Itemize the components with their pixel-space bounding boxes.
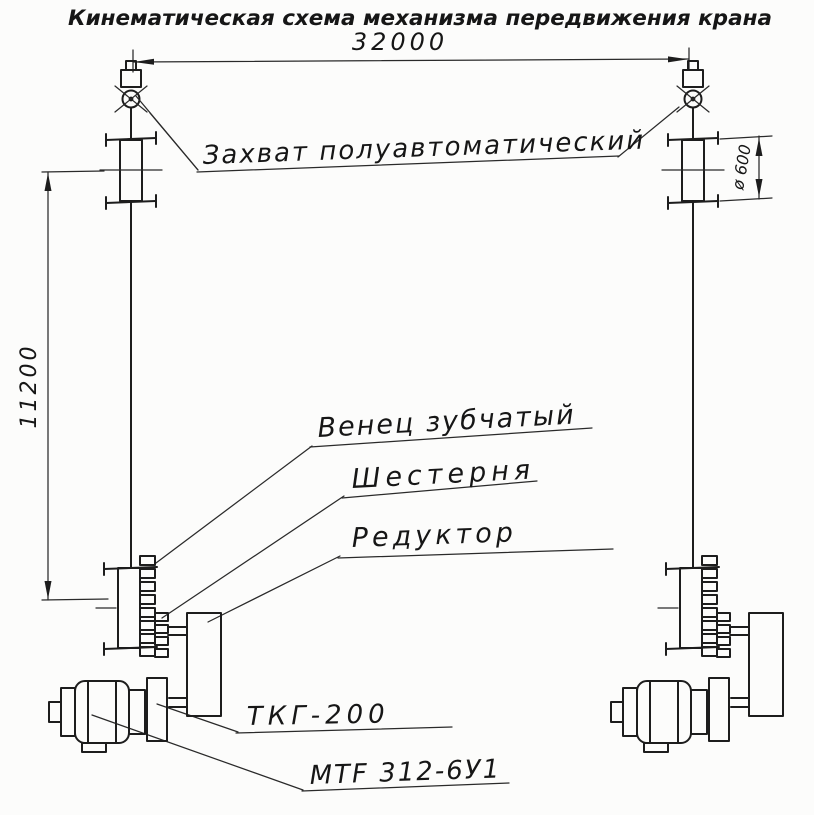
label-grab-text: Захват полуавтоматический [202, 126, 645, 171]
right-brake-drum [708, 677, 730, 742]
left-grab-symbol [114, 60, 148, 141]
dimension-height-value: 11200 [17, 344, 42, 429]
left-bottom-wheel [117, 567, 141, 649]
dimension-diameter-value: ø 600 [728, 143, 755, 192]
right-motor-body [636, 680, 692, 744]
left-reducer-box [186, 612, 222, 717]
drawing-title: Кинематическая схема механизма передвиже… [68, 6, 772, 31]
left-motor-body [74, 680, 130, 744]
label-brake: ТКГ-200 [156, 700, 453, 734]
label-motor: MTF 312-6У1 [91, 714, 510, 792]
right-drive-assembly [610, 555, 784, 753]
left-brake-drum [146, 677, 168, 742]
label-motor-text: MTF 312-6У1 [309, 754, 501, 791]
label-reducer-text: Редуктор [351, 517, 517, 554]
left-top-wheel [99, 131, 163, 569]
label-grab: Захват полуавтоматический [135, 95, 680, 173]
left-drive-assembly [48, 555, 222, 753]
dimension-span: 32000 [132, 28, 690, 73]
label-brake-text: ТКГ-200 [247, 700, 390, 732]
right-bottom-wheel [679, 567, 703, 649]
label-reducer: Редуктор [207, 517, 614, 623]
dimension-span-value: 32000 [352, 28, 448, 56]
right-top-wheel [661, 131, 725, 569]
dimension-wheel-diameter: ø 600 [719, 135, 773, 202]
dimension-height: 11200 [17, 170, 109, 601]
right-reducer-box [748, 612, 784, 717]
right-grab-symbol [676, 60, 710, 141]
label-pinion-text: Шестерня [351, 454, 536, 495]
